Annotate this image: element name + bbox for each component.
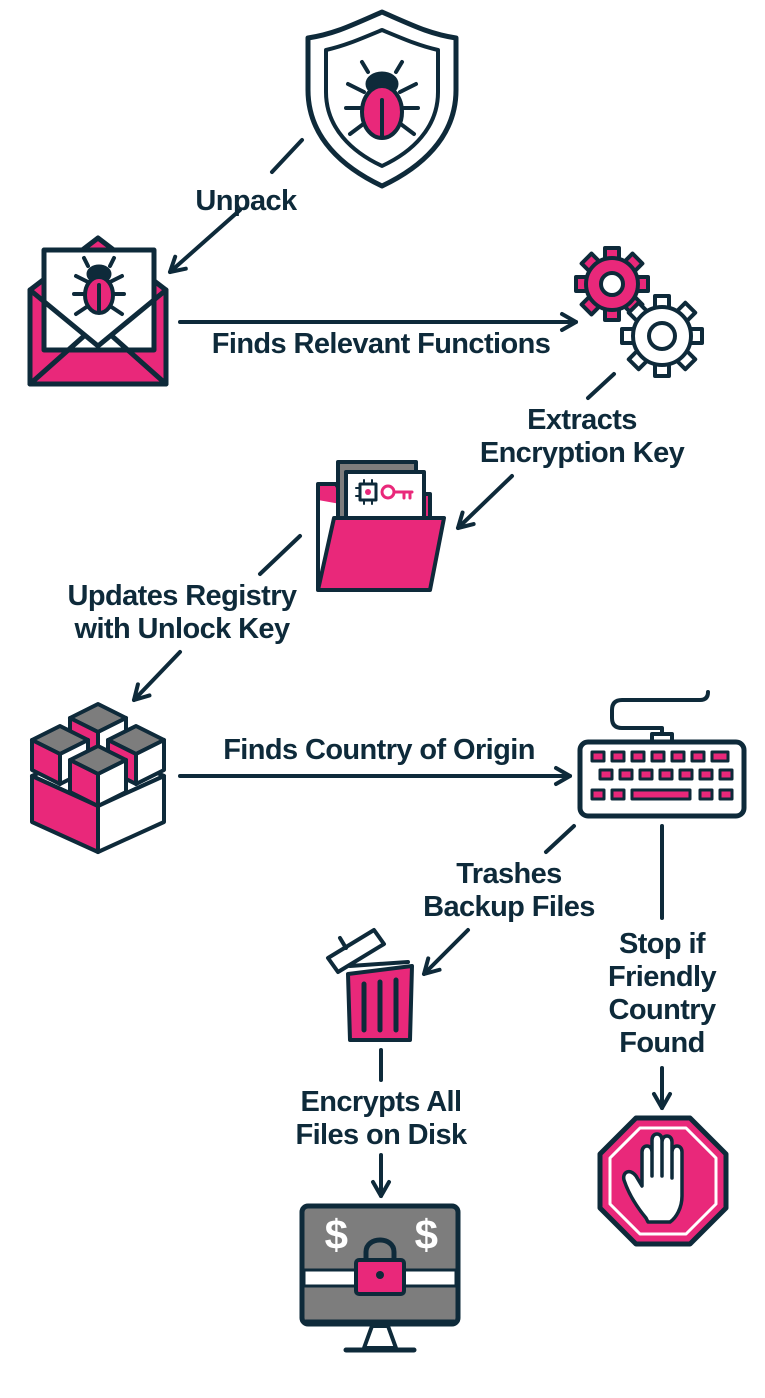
label-extracts-line-2: Encryption Key [479, 437, 685, 469]
label-stop-line-2: Friendly [608, 961, 717, 993]
label-trashes-line-2: Backup Files [423, 891, 595, 923]
label-stop-line-1: Stop if [618, 928, 706, 960]
label-trashes-line-1: Trashes [456, 858, 562, 890]
gears-icon [574, 246, 704, 378]
envelope-bug-icon [27, 235, 169, 387]
label-updates-line-2: with Unlock Key [74, 613, 291, 645]
label-updates-registry: Updates Registry with Unlock Key [52, 580, 312, 646]
arrow-gears-to-extracts [586, 372, 616, 400]
arrow-unpack-to-envelope [168, 208, 242, 274]
label-finds-relevant-functions: Finds Relevant Functions [206, 328, 556, 361]
label-finds-functions-text: Finds Relevant Functions [211, 328, 551, 360]
dollar-left-text: $ [324, 1211, 348, 1258]
arrow-extracts-to-folder [456, 474, 514, 530]
label-unpack: Unpack [186, 185, 306, 218]
label-encrypts-line-1: Encrypts All [300, 1086, 463, 1118]
dollar-sign-right: $ [406, 1212, 446, 1258]
monitor-lock-icon [299, 1203, 461, 1353]
label-extracts-encryption-key: Extracts Encryption Key [470, 404, 694, 470]
keyboard-icon [577, 690, 747, 819]
label-finds-country-text: Finds Country of Origin [223, 734, 535, 766]
label-extracts-line-1: Extracts [527, 404, 637, 436]
arrow-updates-to-blocks [132, 650, 182, 702]
label-stop-line-3: Country [608, 994, 717, 1026]
dollar-sign-left: $ [316, 1212, 356, 1258]
shield-bug-icon [305, 9, 459, 189]
label-stop-line-4: Found [619, 1027, 705, 1059]
folder-key-icon [316, 460, 446, 592]
label-encrypts-all-files: Encrypts All Files on Disk [286, 1086, 476, 1152]
arrow-folder-to-updates [258, 534, 302, 576]
label-trashes-backup-files: Trashes Backup Files [414, 858, 604, 924]
arrow-trashes-to-trash [422, 928, 470, 976]
stop-hand-icon [597, 1115, 729, 1247]
label-stop-if-friendly: Stop if Friendly Country Found [594, 928, 730, 1060]
label-encrypts-line-2: Files on Disk [295, 1119, 467, 1151]
label-finds-country: Finds Country of Origin [214, 734, 544, 767]
label-unpack-text: Unpack [195, 185, 297, 217]
arrows [132, 138, 672, 1198]
arrow-keyboard-to-trashes [544, 824, 576, 854]
label-updates-line-1: Updates Registry [67, 580, 298, 612]
dollar-right-text: $ [414, 1211, 438, 1258]
blocks-icon [30, 702, 166, 854]
arrow-shield-to-unpack [270, 138, 304, 174]
trash-icon [326, 928, 414, 1042]
